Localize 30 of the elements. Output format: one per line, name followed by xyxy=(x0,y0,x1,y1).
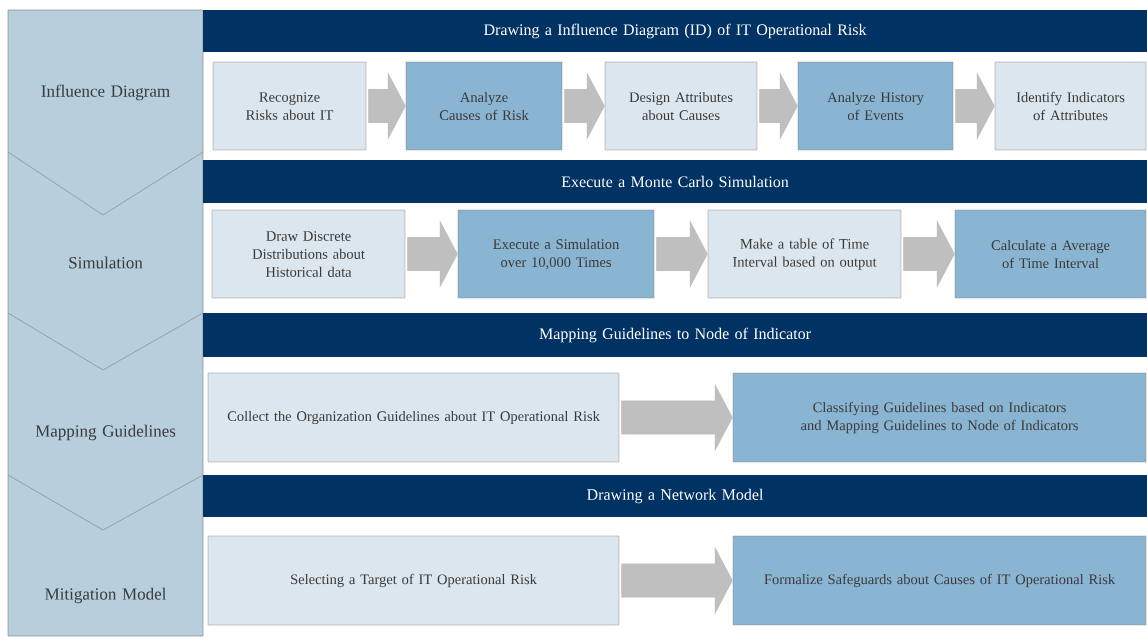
process-box: Make a table of Time Interval based on output xyxy=(707,209,902,299)
block-arrow xyxy=(903,220,955,288)
block-arrow xyxy=(621,546,733,615)
process-box: Formalize Safeguards about Causes of IT Operational Risk xyxy=(732,535,1147,626)
process-box: Design Attributes about Causes xyxy=(604,61,758,151)
process-box: Recognize Risks about IT xyxy=(212,61,367,151)
block-arrow xyxy=(955,72,995,140)
stage-label: Mitigation Model xyxy=(45,587,167,604)
header-band: Mapping Guidelines to Node of Indicator xyxy=(203,313,1147,357)
header-band: Drawing a Influence Diagram (ID) of IT Operational Risk xyxy=(203,10,1147,52)
block-arrow xyxy=(564,72,605,140)
process-box: Collect the Organization Guidelines about IT Operational Risk xyxy=(207,372,620,463)
process-box: Draw Discrete Distributions about Historical data xyxy=(211,209,406,299)
header-band: Drawing a Network Model xyxy=(203,475,1147,517)
block-arrow xyxy=(368,72,406,140)
stage-label: Mapping Guidelines xyxy=(35,424,176,441)
block-arrow xyxy=(656,220,708,288)
stage-label: Simulation xyxy=(69,256,143,269)
block-arrow xyxy=(621,383,733,452)
process-box: Calculate a Average of Time Interval xyxy=(954,209,1147,299)
process-box: Analyze Causes of Risk xyxy=(405,61,563,151)
block-arrow xyxy=(759,72,798,140)
process-box: Execute a Simulation over 10,000 Times xyxy=(457,209,655,299)
process-box: Selecting a Target of IT Operational Risk xyxy=(207,535,620,626)
header-band: Execute a Monte Carlo Simulation xyxy=(203,160,1147,203)
process-box: Analyze History of Events xyxy=(797,61,954,151)
block-arrow xyxy=(407,220,458,288)
process-box: Classifying Guidelines based on Indicators and Mapping Guidelines to Node of Indicators xyxy=(732,372,1147,463)
process-box: Identify Indicators of Attributes xyxy=(994,61,1147,151)
stage-label: Influence Diagram xyxy=(41,84,170,101)
